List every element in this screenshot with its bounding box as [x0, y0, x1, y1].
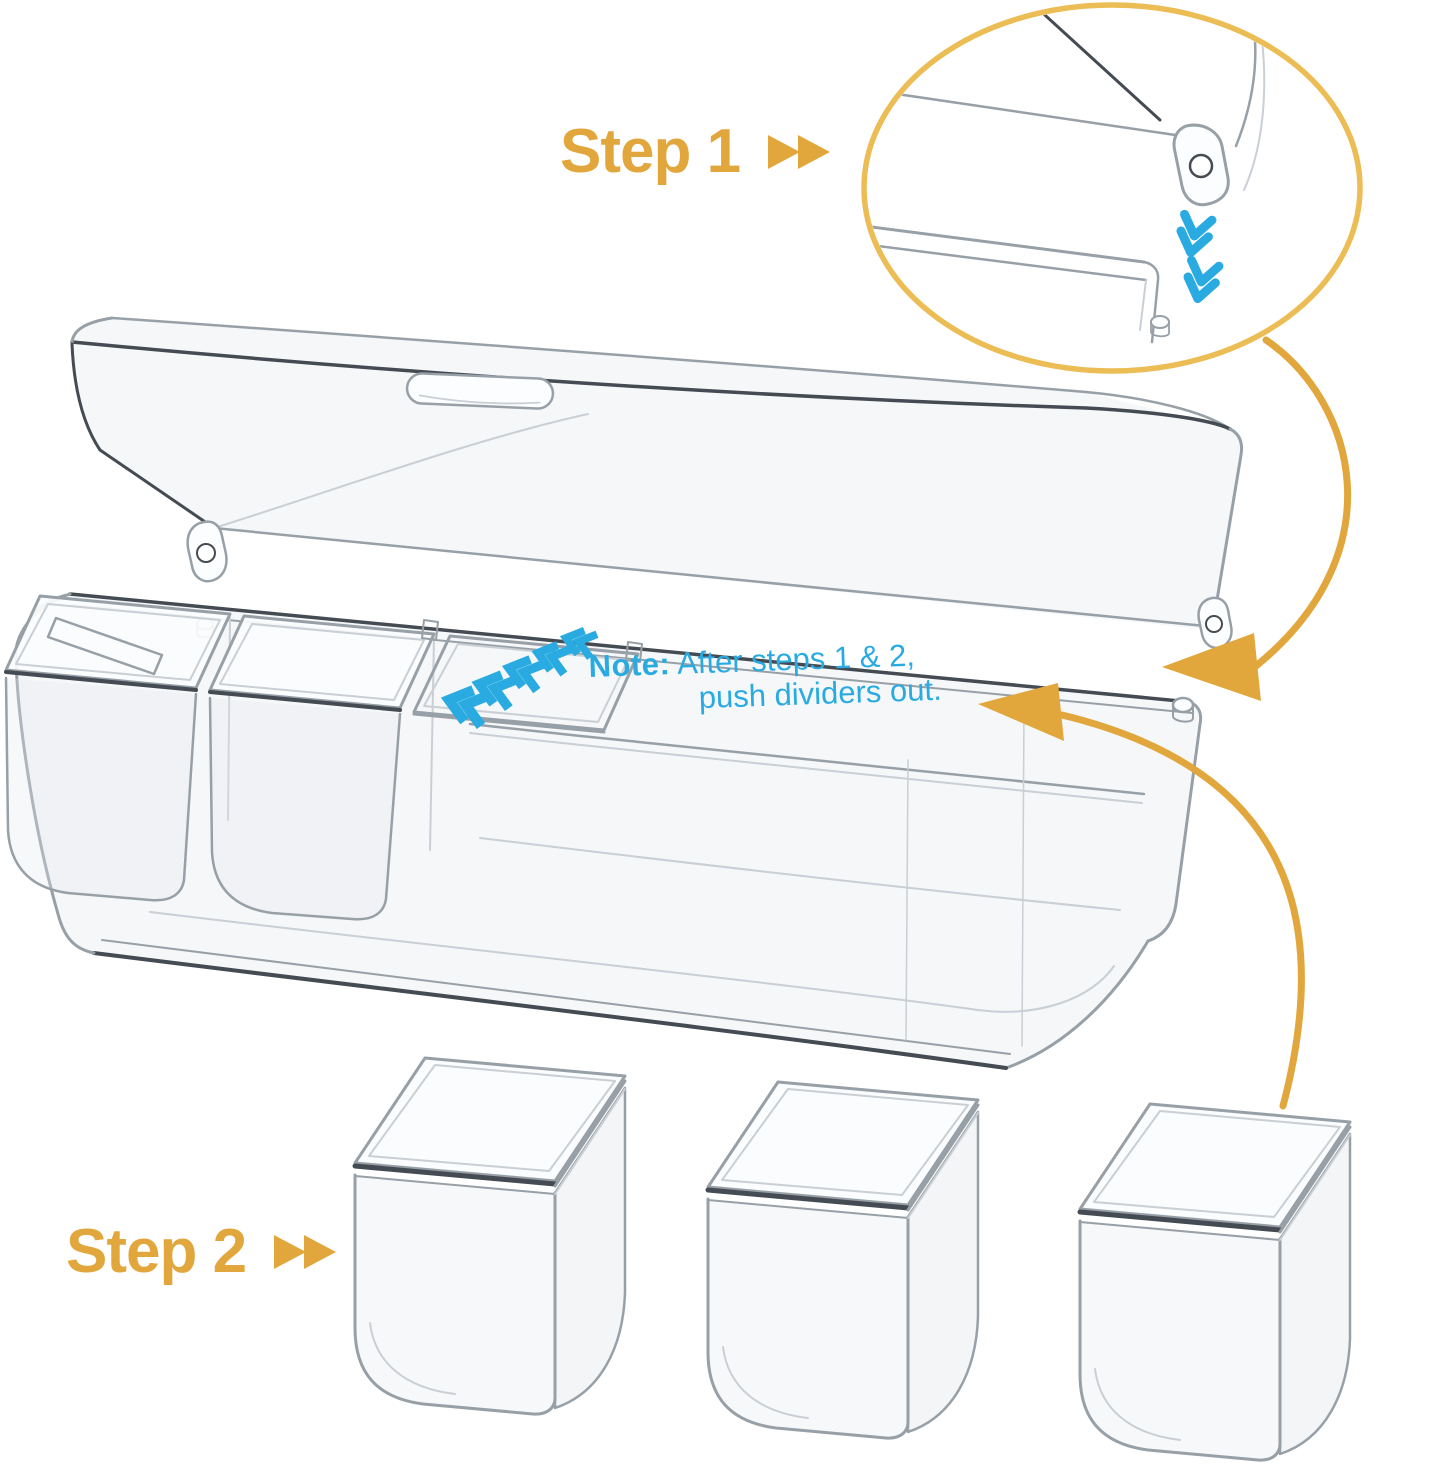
- divider-groove: [905, 759, 909, 1041]
- step-1-label-group: Step 1: [560, 116, 836, 187]
- bottom-bin-2: [708, 1082, 978, 1438]
- lid-hinge-tab-right: [1197, 596, 1233, 649]
- divider-hook: [421, 619, 439, 641]
- inner-bin-1: [4, 594, 232, 902]
- tray-front-rim: [468, 722, 1146, 796]
- gold-arrow-lid-to-tray-icon: [1162, 336, 1352, 701]
- note-annotation: Note: After steps 1 & 2, push dividers o…: [588, 638, 944, 719]
- double-right-arrow-icon: [274, 1234, 337, 1269]
- tray-hinge-pin-right: [1171, 696, 1195, 723]
- note-prefix: Note:: [587, 646, 671, 684]
- divider-groove: [1021, 705, 1025, 1047]
- bottom-bin-3: [1080, 1104, 1350, 1460]
- lid: [70, 316, 1244, 649]
- step-1-label: Step 1: [560, 117, 741, 186]
- divider-hook: [625, 641, 643, 663]
- gold-arrow-bins-to-tray-icon: [978, 683, 1305, 1110]
- inset-tray-corner: [867, 224, 1170, 344]
- double-right-arrow-icon: [768, 134, 831, 169]
- bin-handle-flange: [46, 616, 164, 676]
- hinge-hole: [196, 543, 216, 563]
- inset-lid-edge-lines: [868, 8, 1266, 191]
- lid-hinge-tab-left: [186, 520, 228, 583]
- lid-handle: [405, 372, 555, 410]
- hinge-hole: [1188, 153, 1214, 179]
- tray: [14, 592, 1203, 1070]
- inner-bin-2: [208, 614, 439, 921]
- inset-hinge-tab: [1172, 123, 1230, 207]
- inset-ellipse-callout: [861, 2, 1363, 374]
- bottom-bin-1: [355, 1058, 625, 1414]
- hinge-hole: [1205, 615, 1223, 633]
- tray-back-rail: [68, 592, 1192, 704]
- step-2-label: Step 2: [66, 1217, 247, 1286]
- step-2-label-group: Step 2: [66, 1216, 342, 1287]
